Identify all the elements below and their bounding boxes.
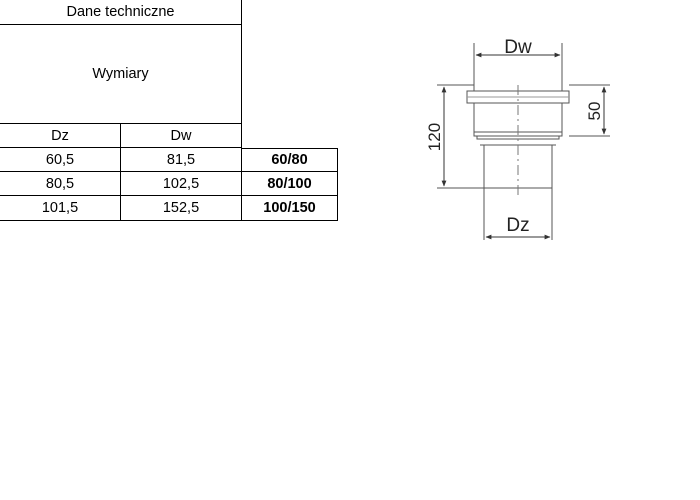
table-cell-dz: 60,5 — [0, 148, 121, 172]
total-height-label: 120 — [425, 123, 444, 151]
table-cell-size: 100/150 — [242, 196, 338, 221]
table-cell-size: 80/100 — [242, 172, 338, 196]
table-title: Dane techniczne — [0, 0, 242, 25]
table-cell-dw: 102,5 — [121, 172, 242, 196]
table-cell-size: 60/80 — [242, 148, 338, 172]
dimensions-header: Wymiary — [0, 25, 242, 124]
extension-lines — [437, 43, 610, 240]
table-cell-dz: 101,5 — [0, 196, 121, 221]
table-cell-dw: 81,5 — [121, 148, 242, 172]
dw-dimension-label: Dw — [504, 37, 532, 58]
adapter-technical-drawing: Dw Dz 120 50 — [425, 37, 610, 240]
table-cell-dz: 80,5 — [0, 172, 121, 196]
upper-height-label: 50 — [585, 102, 604, 121]
column-header-dz: Dz — [0, 124, 121, 148]
column-header-dw: Dw — [121, 124, 242, 148]
technical-data-table: Dane techniczne Wymiary Dz Dw 60,5 81,5 … — [0, 0, 338, 221]
dz-dimension-label: Dz — [506, 215, 529, 236]
table-cell-dw: 152,5 — [121, 196, 242, 221]
